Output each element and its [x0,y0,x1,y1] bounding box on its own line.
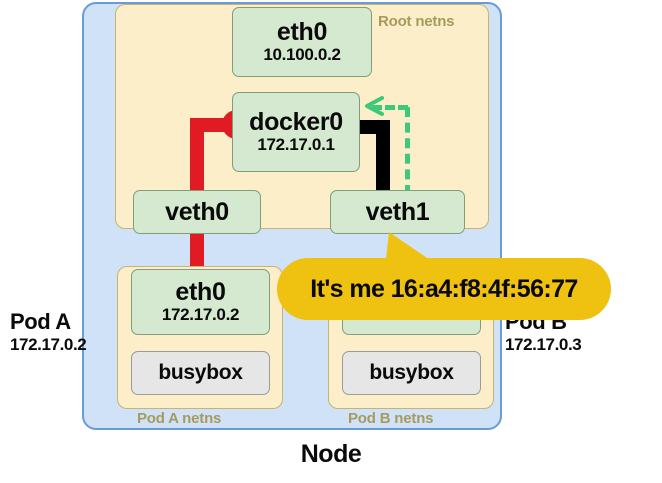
interface-name: veth0 [165,197,229,226]
callout-bubble: It's me 16:a4:f8:4f:56:77 [277,258,611,320]
container-box-busybox-pod-b[interactable]: busybox [342,351,481,395]
interface-box-docker0[interactable]: docker0 172.17.0.1 [232,92,360,172]
interface-name: veth1 [365,197,430,226]
interface-name: eth0 [276,17,328,46]
interface-box-veth1[interactable]: veth1 [330,190,465,234]
pod-b-ip: 172.17.0.3 [505,335,582,355]
interface-name: docker0 [249,107,343,136]
green-arrow-icon [365,96,384,116]
green-dashed-vertical [405,107,410,195]
interface-name: eth0 [175,277,226,306]
interface-ip: 172.17.0.1 [257,134,335,154]
pod-a-title: Pod A [10,309,71,334]
interface-ip: 172.17.0.2 [161,304,240,324]
container-box-busybox-pod-a[interactable]: busybox [131,351,270,395]
pod-a-side-label: Pod A 172.17.0.2 [10,309,87,355]
interface-ip: 10.100.0.2 [263,44,341,64]
interface-box-eth0-pod-a[interactable]: eth0 172.17.0.2 [131,269,270,335]
node-label: Node [300,440,362,468]
green-dashed-horizontal [372,105,408,110]
pod-a-netns-label: Pod A netns [137,410,222,427]
pod-a-ip: 172.17.0.2 [10,335,87,355]
black-link-vertical [376,120,390,198]
interface-box-veth0[interactable]: veth0 [133,190,261,234]
interface-box-eth0-root[interactable]: eth0 10.100.0.2 [232,7,372,77]
callout-text: It's me 16:a4:f8:4f:56:77 [310,274,578,303]
pod-b-netns-label: Pod B netns [348,410,434,427]
root-netns-label: Root netns [378,13,455,30]
